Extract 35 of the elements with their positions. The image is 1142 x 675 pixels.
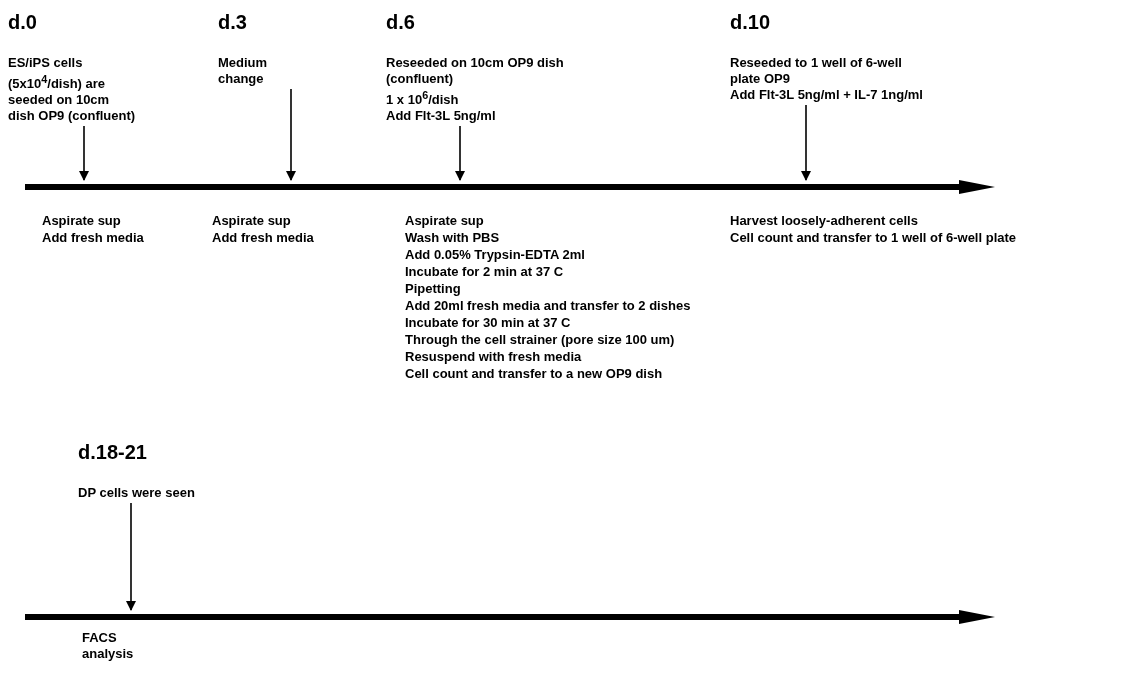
step-text: Add 20ml fresh media and transfer to 2 dishes <box>405 297 691 314</box>
step-text: Reseeded on 10cm OP9 dish (confluent) <box>386 55 565 87</box>
step-text: Aspirate sup <box>42 212 121 229</box>
day-heading: d.10 <box>730 10 771 34</box>
step-text: Aspirate sup <box>405 212 484 229</box>
step-text: Incubate for 2 min at 37 C <box>405 263 564 280</box>
step-text: DP cells were seen <box>78 485 196 501</box>
arrow <box>126 502 136 611</box>
step-text: Resuspend with fresh media <box>405 348 582 365</box>
arrow <box>286 88 296 181</box>
step-text: ES/iPS cells (5x10$^{4}$/dish) are seeded on 10cm dish OP9 (confluent) <box>8 55 137 125</box>
step-text: Add fresh media <box>42 229 144 246</box>
arrow <box>79 125 89 181</box>
step-text: Cell count and transfer to a new OP9 dish <box>405 365 663 382</box>
step-text: Cell count and transfer to 1 well of 6-well plate <box>730 229 1017 246</box>
step-text: FACS analysis <box>82 630 135 662</box>
arrow <box>801 104 811 181</box>
step-text: Wash with PBS <box>405 229 500 246</box>
step-text: Reseeded to 1 well of 6-well plate OP9 <box>730 55 903 87</box>
day-heading: d.3 <box>218 10 247 34</box>
step-text: Harvest loosely-adherent cells <box>730 212 918 229</box>
step-text: Medium change <box>218 55 269 87</box>
day-heading: d.18-21 <box>78 440 147 464</box>
step-text: Add fresh media <box>212 229 314 246</box>
step-text: 1 x 10$^{6}$/dish <box>386 88 460 109</box>
step-text: Through the cell strainer (pore size 100 um) <box>405 331 675 348</box>
step-text: Pipetting <box>405 280 461 297</box>
step-text: Add Flt-3L 5ng/ml + IL-7 1ng/ml <box>730 87 924 103</box>
step-text: Aspirate sup <box>212 212 291 229</box>
step-text: Add 0.05% Trypsin-EDTA 2ml <box>405 246 585 263</box>
step-text: Add Flt-3L 5ng/ml <box>386 108 497 124</box>
day-heading: d.0 <box>8 10 37 34</box>
arrow <box>455 125 465 181</box>
day-heading: d.6 <box>386 10 415 34</box>
step-text: Incubate for 30 min at 37 C <box>405 314 571 331</box>
